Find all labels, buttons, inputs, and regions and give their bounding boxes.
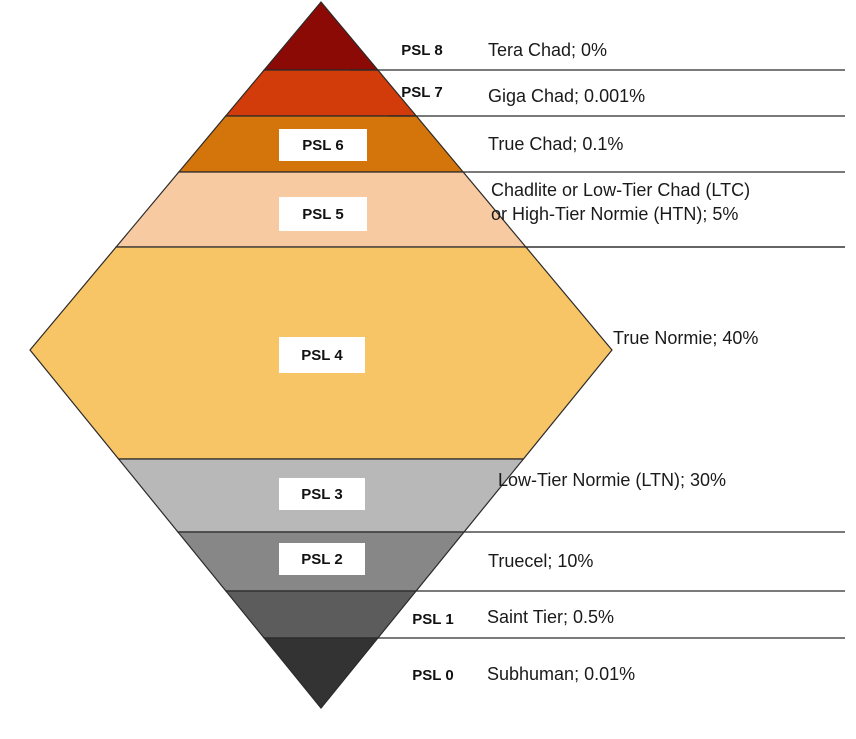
tier-label-psl3: PSL 3 [301,486,342,503]
tier-description-psl3: Low-Tier Normie (LTN); 30% [498,468,726,492]
tier-label-psl2: PSL 2 [301,551,342,568]
tier-description-line: True Normie; 40% [613,328,759,348]
tier-label-psl5: PSL 5 [302,206,343,223]
tier-description-psl1: Saint Tier; 0.5% [487,605,614,629]
tier-label-box-psl5 [279,197,367,231]
tier-description-line: True Chad; 0.1% [488,134,624,154]
tier-description-line: Subhuman; 0.01% [487,664,636,684]
tier-label-box-psl4 [279,337,365,373]
tier-label-box-psl3 [279,478,365,510]
tier-description-line: Tera Chad; 0% [488,40,608,60]
tier-description-psl5: Chadlite or Low-Tier Chad (LTC) or High-T… [491,178,750,226]
tier-description-psl7: Giga Chad; 0.001% [488,84,645,108]
tier-description-line: Giga Chad; 0.001% [488,86,646,106]
tier-description-line: or High-Tier Normie (HTN); 5% [491,204,739,224]
tier-description-psl6: True Chad; 0.1% [488,132,623,156]
tier-description-line: Low-Tier Normie (LTN); 30% [498,470,727,490]
tier-description-line: Chadlite or Low-Tier Chad (LTC) [491,180,751,200]
tier-label-box-psl2 [279,543,365,575]
tier-band-psl8 [262,1,380,71]
tier-label-box-psl6 [279,129,367,161]
tier-description-line: Saint Tier; 0.5% [487,607,615,627]
tier-description-line: Truecel; 10% [488,551,594,571]
tier-description-psl8: Tera Chad; 0% [488,38,607,62]
tier-label-psl4: PSL 4 [301,347,343,364]
tier-description-psl0: Subhuman; 0.01% [487,662,635,686]
tier-label-psl7: PSL 7 [401,84,442,101]
tier-labels: PSL 8 PSL 7 PSL 6 PSL 5 PSL 4 PSL 3 PSL 2 PSL 1… [279,42,454,684]
tier-band-psl0 [262,637,380,709]
tier-band-psl1 [224,590,418,639]
tier-description-psl2: Truecel; 10% [488,549,593,573]
tier-label-psl6: PSL 6 [302,137,343,154]
divider-lines [349,69,845,639]
tier-label-psl8: PSL 8 [401,42,442,59]
tier-label-psl0: PSL 0 [412,667,453,684]
tier-band-psl7 [224,69,418,117]
tier-description-psl4: True Normie; 40% [613,326,758,350]
tier-label-psl1: PSL 1 [412,611,453,628]
